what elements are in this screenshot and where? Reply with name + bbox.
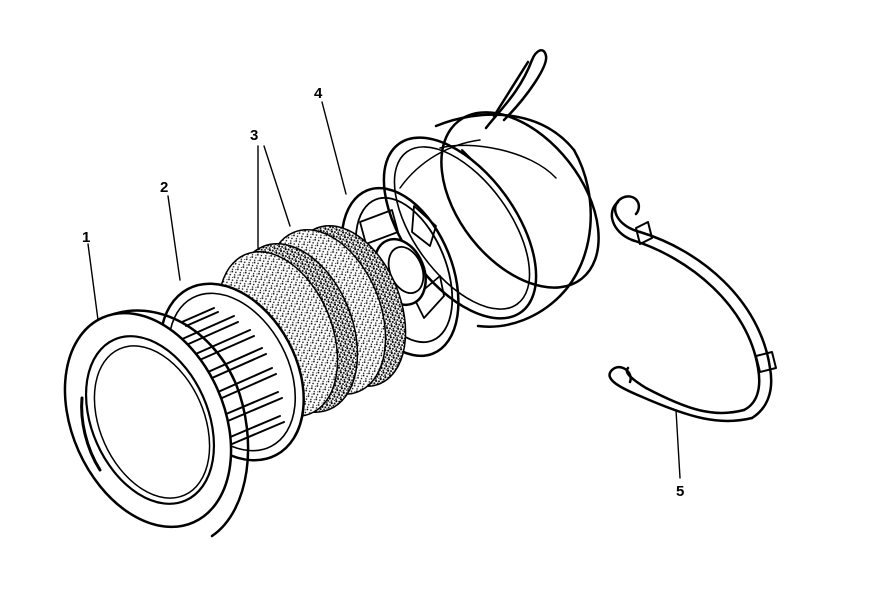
part-retaining-ring — [63, 309, 250, 538]
leader-5 — [675, 409, 681, 479]
callout-5: 5 — [676, 483, 684, 500]
leader-2 — [167, 195, 181, 281]
callout-4: 4 — [314, 85, 323, 102]
callout-2: 2 — [160, 179, 168, 196]
leader-1 — [87, 243, 99, 321]
part-housing — [382, 48, 600, 328]
part-retaining-strap — [608, 195, 777, 423]
leader-4 — [321, 101, 347, 195]
callout-labels: 1 2 3 4 5 — [82, 85, 684, 500]
leader-3b — [263, 145, 291, 227]
callout-1: 1 — [82, 229, 90, 246]
leader-lines — [87, 101, 681, 479]
callout-3: 3 — [250, 127, 258, 144]
